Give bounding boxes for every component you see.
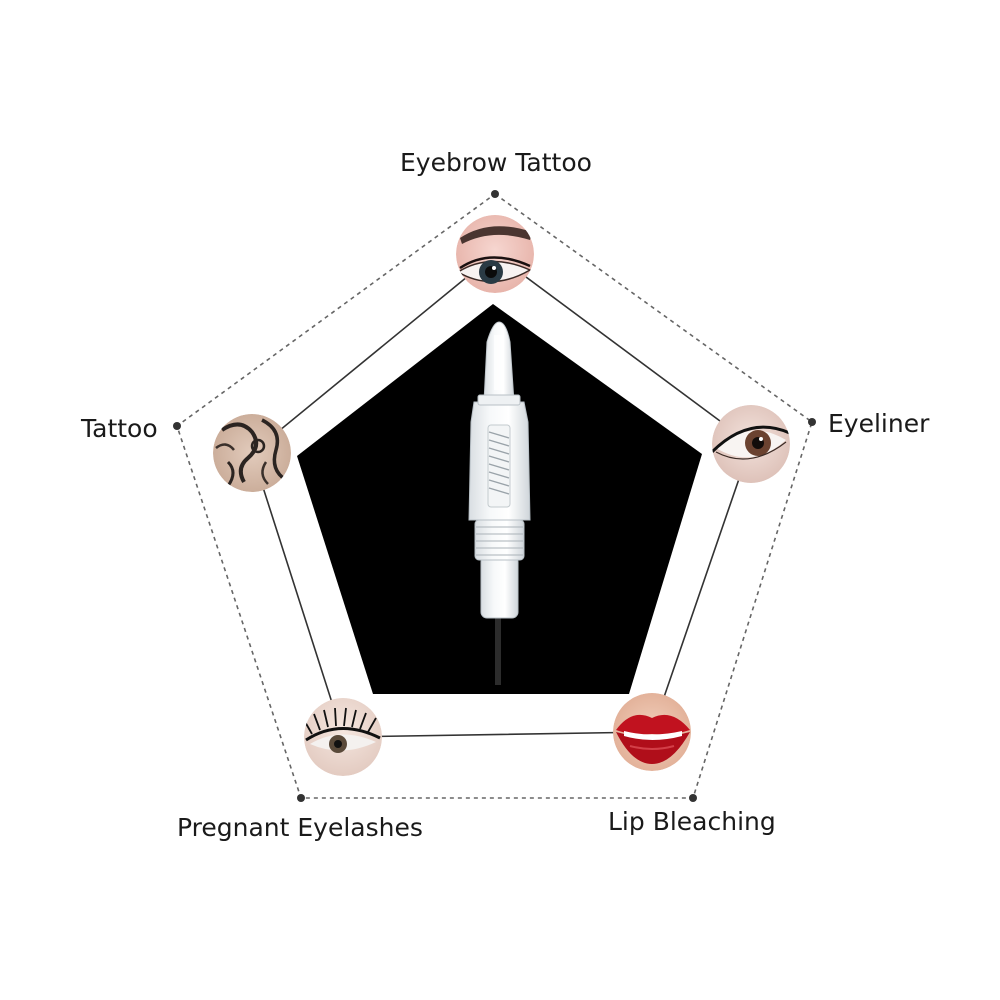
label-tattoo: Tattoo xyxy=(81,414,158,443)
label-eyebrow-tattoo: Eyebrow Tattoo xyxy=(400,148,592,177)
label-eyeliner: Eyeliner xyxy=(828,409,930,438)
eyelash-extension-photo xyxy=(304,698,382,776)
inner-outline-pentagon xyxy=(251,252,752,738)
corner-dot-right xyxy=(808,418,816,426)
tattoo-skin-photo xyxy=(213,414,291,492)
label-lip-bleaching: Lip Bleaching xyxy=(608,807,776,836)
tattoo-needle-cartridge-icon xyxy=(468,321,531,685)
corner-dot-bottom-right xyxy=(689,794,697,802)
label-pregnant-eyelashes: Pregnant Eyelashes xyxy=(177,813,423,842)
eyeliner-eye-photo xyxy=(712,405,790,483)
eyebrow-photo xyxy=(456,215,534,293)
red-lips-photo xyxy=(613,693,691,771)
corner-dot-top xyxy=(491,190,499,198)
outer-dashed-pentagon xyxy=(176,193,813,799)
corner-dot-left xyxy=(173,422,181,430)
corner-dot-bottom-left xyxy=(297,794,305,802)
